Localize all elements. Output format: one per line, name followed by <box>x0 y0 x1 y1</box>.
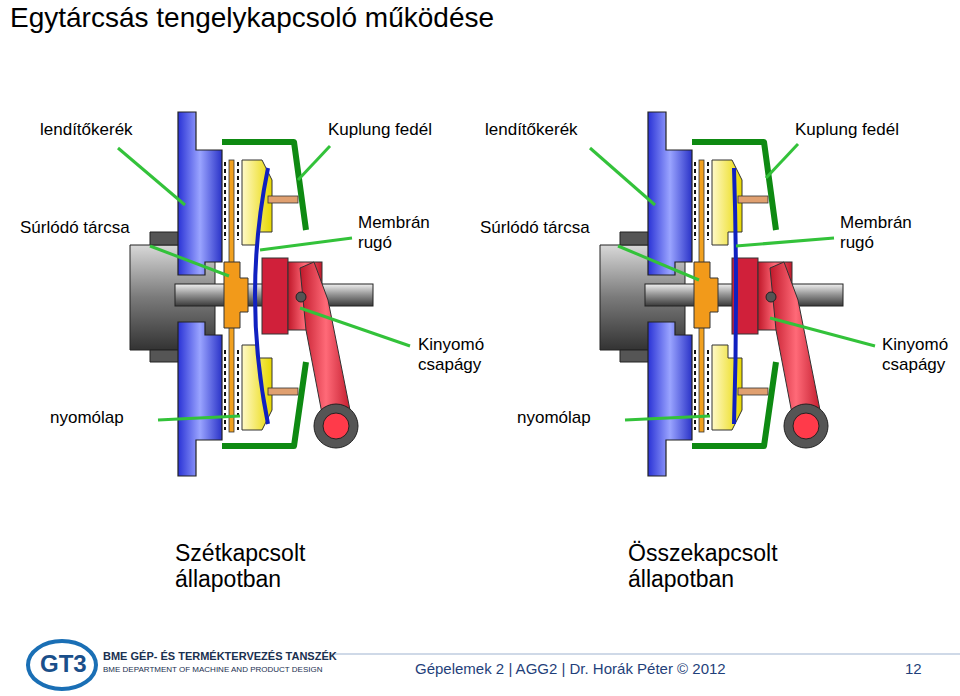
page-number: 12 <box>905 660 945 677</box>
part-label: Súrlódó tárcsa <box>480 218 630 238</box>
state-caption: Szétkapcsolt állapotban <box>175 540 350 593</box>
logo-text: GT3 <box>40 650 87 678</box>
department-name: BME GÉP- ÉS TERMÉKTERVEZÉS TANSZÉK <box>103 650 337 663</box>
part-label: nyomólap <box>50 408 160 428</box>
part-label: Kuplung fedél <box>328 120 458 140</box>
part-label: Kinyomó csapágy <box>418 335 498 374</box>
part-label: nyomólap <box>517 408 627 428</box>
state-caption: Összekapcsolt állapotban <box>628 540 823 593</box>
part-label: lendítőkerék <box>40 120 180 140</box>
part-label: lendítőkerék <box>485 120 625 140</box>
footer-text: Gépelemek 2 | AGG2 | Dr. Horák Péter © 2… <box>415 660 726 677</box>
part-label: Súrlódó tárcsa <box>20 218 170 238</box>
part-label: Membrán rugó <box>358 213 438 252</box>
part-label: Kuplung fedél <box>795 120 925 140</box>
department-name: BME DEPARTMENT OF MACHINE AND PRODUCT DE… <box>103 665 322 674</box>
part-label: Kinyomó csapágy <box>882 335 956 374</box>
part-label: Membrán rugó <box>840 213 920 252</box>
slide-title: Egytárcsás tengelykapcsoló működése <box>10 2 494 34</box>
